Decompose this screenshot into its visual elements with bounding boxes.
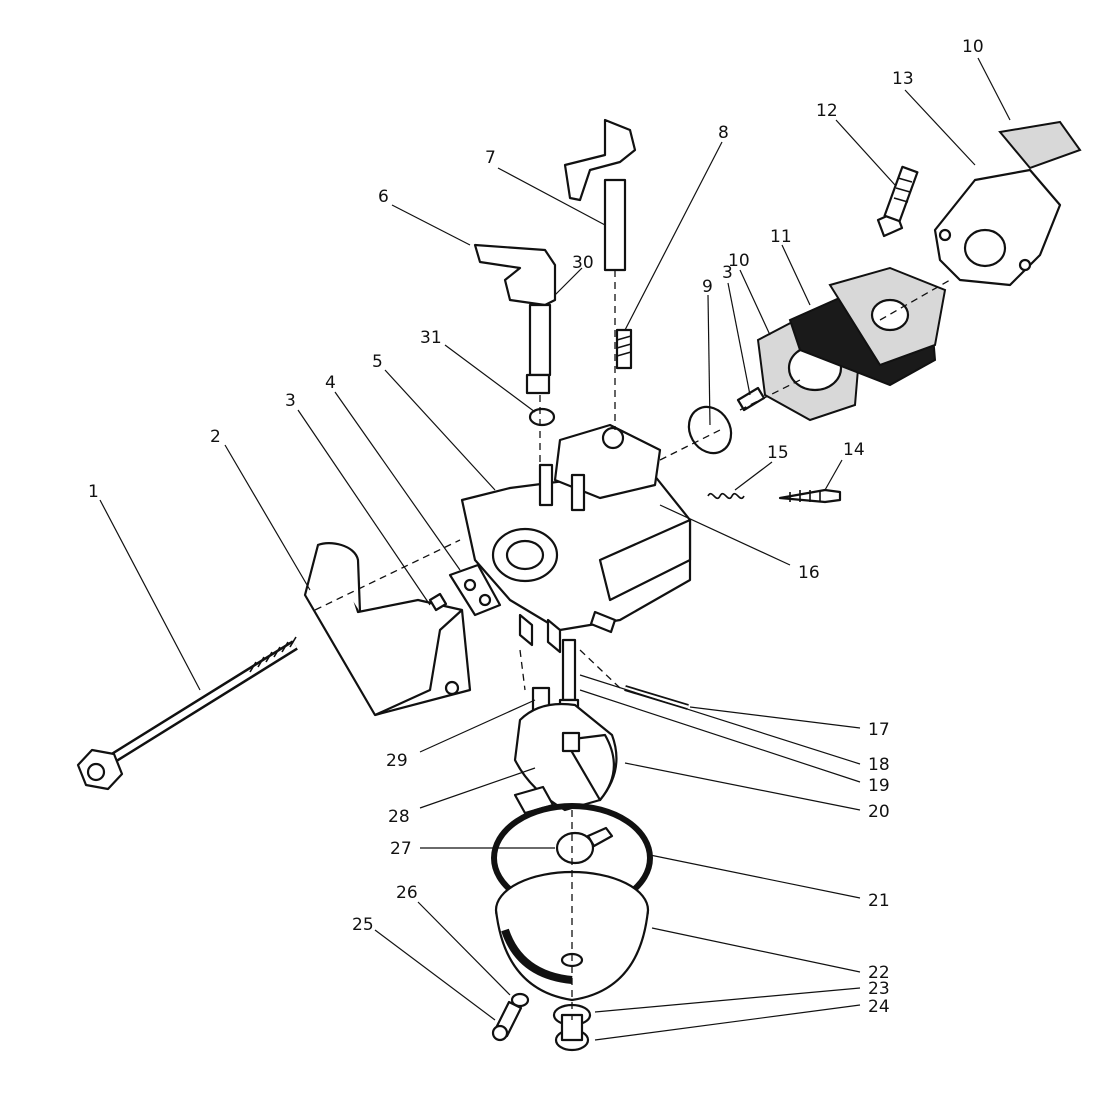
callout-24: 24 [868, 997, 890, 1017]
callout-19: 19 [868, 776, 890, 796]
callout-12: 12 [816, 101, 838, 121]
callout-20: 20 [868, 802, 890, 822]
callout-22: 22 [868, 963, 890, 983]
callout-3a: 3 [285, 391, 296, 411]
callout-3b: 3 [722, 263, 733, 283]
part-26-washer [510, 992, 530, 1008]
callout-10b: 10 [728, 251, 750, 271]
part-3-screw-upper [736, 386, 766, 412]
part-31-seal [528, 407, 556, 427]
callout-27: 27 [390, 839, 412, 859]
callout-29: 29 [386, 751, 408, 771]
part-14-needle-screw [778, 488, 842, 504]
callout-13: 13 [892, 69, 914, 89]
callout-9: 9 [702, 277, 713, 297]
part-4-plate [428, 563, 502, 617]
callout-1: 1 [88, 482, 99, 502]
callout-17: 17 [868, 720, 890, 740]
leader-lines [99, 57, 1011, 1041]
part-25-screw [491, 1000, 523, 1042]
callout-2: 2 [210, 427, 221, 447]
callout-6: 6 [378, 187, 389, 207]
part-6-lever [473, 243, 557, 395]
callout-15: 15 [767, 443, 789, 463]
part-17-pin [624, 685, 689, 710]
callout-8: 8 [718, 123, 729, 143]
part-10-gasket-upper [998, 120, 1082, 170]
part-2-shield [303, 542, 472, 717]
callout-16: 16 [798, 563, 820, 583]
callout-14: 14 [843, 440, 865, 460]
callout-23: 23 [868, 979, 890, 999]
part-13-elbow [933, 168, 1062, 287]
part-7-choke [563, 118, 637, 272]
callout-30: 30 [572, 253, 594, 273]
callouts: 1 2 3 4 5 31 6 30 7 8 9 3 10 11 12 13 10… [88, 37, 984, 1017]
callout-21: 21 [868, 891, 890, 911]
part-20-float [513, 702, 618, 815]
part-15-spring [707, 492, 745, 500]
callout-4: 4 [325, 373, 336, 393]
part-1-bolt [76, 636, 298, 791]
callout-11: 11 [770, 227, 792, 247]
part-8-screw [615, 328, 633, 370]
callout-25: 25 [352, 915, 374, 935]
callout-18: 18 [868, 755, 890, 775]
callout-26: 26 [396, 883, 418, 903]
part-9-disc [687, 405, 733, 455]
part-11-spacer [788, 266, 947, 387]
part-24-drain [552, 1003, 592, 1052]
callout-31: 31 [420, 328, 442, 348]
part-5-carb-body [460, 423, 692, 654]
callout-10a: 10 [962, 37, 984, 57]
part-27-fitting [555, 826, 614, 865]
callout-28: 28 [388, 807, 410, 827]
callout-7: 7 [485, 148, 496, 168]
assembly-lines [314, 270, 951, 1020]
callout-5: 5 [372, 352, 383, 372]
part-12-bolt [876, 165, 919, 238]
